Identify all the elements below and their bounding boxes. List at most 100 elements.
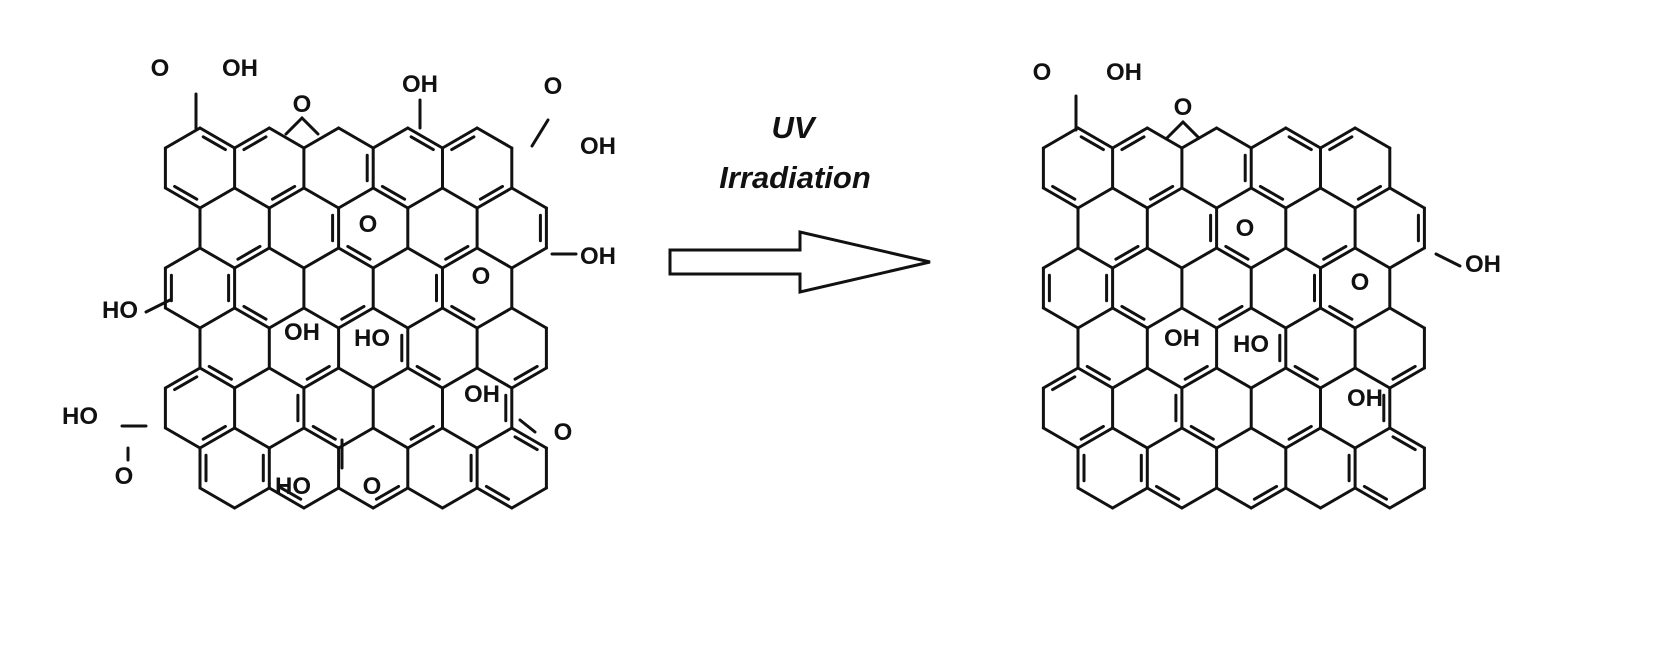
double-bond (1287, 424, 1313, 441)
double-bond (1085, 364, 1111, 381)
carbon-bond (198, 126, 237, 150)
carbon-bond (406, 186, 444, 210)
carbon-bond (233, 426, 271, 450)
double-bond (415, 364, 441, 381)
double-bond (1328, 304, 1354, 321)
carbon-bond (198, 486, 237, 510)
carbon-bond (1353, 246, 1392, 270)
carbon-bond (1111, 306, 1149, 330)
carbon-bond (1284, 306, 1322, 330)
carbon-bond (1076, 426, 1115, 450)
label-oh: HO (354, 325, 390, 352)
carbon-bond (1111, 246, 1149, 270)
carbon-bond (163, 366, 202, 390)
carbon-bond (1284, 366, 1322, 390)
substituent-bond (530, 118, 550, 148)
carbon-bond (510, 306, 548, 330)
substituent-bond (518, 418, 537, 434)
carbon-bond (1284, 186, 1322, 210)
label-oh: OH (580, 133, 616, 160)
carbon-bond (441, 126, 479, 150)
carbon-bond (475, 246, 514, 270)
carbon-bond (475, 486, 514, 510)
label-oh: OH (580, 243, 616, 270)
carbon-bond (1353, 306, 1392, 330)
carbon-bond (198, 246, 237, 270)
carbon-bond (475, 306, 514, 330)
carbon-bond (406, 246, 444, 270)
carbon-bond (1284, 486, 1322, 510)
carbon-bond (1076, 186, 1115, 210)
double-bond (277, 484, 303, 501)
double-bond (311, 424, 337, 441)
double-bond (305, 364, 331, 381)
carbon-bond (163, 426, 202, 450)
carbon-bond (233, 366, 271, 390)
carbon-bond (371, 426, 410, 450)
carbon-bond (302, 186, 341, 210)
double-bond (236, 244, 262, 261)
carbon-bond (1249, 426, 1288, 450)
carbon-bond (233, 246, 271, 270)
double-bond (1287, 135, 1313, 152)
label-oh: O (544, 73, 563, 100)
substituent-bond (284, 116, 304, 136)
double-bond (1114, 244, 1140, 261)
double-bond (1322, 244, 1348, 261)
double-bond (242, 135, 268, 152)
carbon-bond (1249, 486, 1288, 510)
carbon-bond (1111, 186, 1149, 210)
carbon-bond (1388, 186, 1426, 210)
carbon-bond (1388, 306, 1426, 330)
carbon-bond (441, 186, 479, 210)
carbon-bond (1180, 366, 1219, 390)
carbon-bond (267, 366, 306, 390)
carbon-bond (163, 306, 202, 330)
carbon-bond (1215, 426, 1253, 450)
carbon-bond (1319, 126, 1357, 150)
double-bond (374, 484, 401, 501)
reaction-arrow (668, 230, 931, 294)
carbon-bond (1249, 246, 1288, 270)
double-bond (450, 135, 476, 152)
carbon-bond (1319, 486, 1357, 510)
substituent-bond (1181, 120, 1201, 140)
carbon-bond (267, 426, 306, 450)
double-bond (450, 304, 476, 321)
carbon-bond (441, 486, 479, 510)
label-oh: HO (275, 473, 311, 500)
carbon-bond (1388, 486, 1426, 510)
carbon-bond (510, 366, 548, 390)
carbon-bond (441, 246, 479, 270)
carbon-bond (337, 126, 375, 150)
double-bond (1328, 135, 1354, 152)
label-oh: OH (1164, 325, 1200, 352)
double-bond (207, 364, 233, 381)
double-bond (409, 135, 435, 152)
carbon-bond (233, 486, 271, 510)
double-bond (1120, 135, 1146, 152)
double-bond (242, 304, 268, 321)
carbon-bond (510, 246, 548, 270)
carbon-bond (302, 486, 341, 510)
carbon-bond (1215, 246, 1253, 270)
carbon-bond (1353, 486, 1392, 510)
carbon-bond (267, 186, 306, 210)
reduced-graphene-oxide-sheet (1041, 94, 1462, 510)
carbon-bond (267, 486, 306, 510)
carbon-bond (1111, 366, 1149, 390)
label-oh: O (151, 55, 170, 82)
carbon-bond (233, 126, 271, 150)
carbon-bond (1284, 426, 1322, 450)
label-oh: OH (284, 319, 320, 346)
carbon-bond (337, 306, 375, 330)
carbon-bond (1145, 126, 1184, 150)
carbon-bond (406, 126, 444, 150)
carbon-bond (371, 186, 410, 210)
carbon-bond (1249, 306, 1288, 330)
carbon-bond (1180, 486, 1219, 510)
substituent-bond (1434, 252, 1462, 268)
double-bond (1051, 184, 1077, 201)
carbon-bond (1111, 126, 1149, 150)
carbon-bond (1076, 366, 1115, 390)
